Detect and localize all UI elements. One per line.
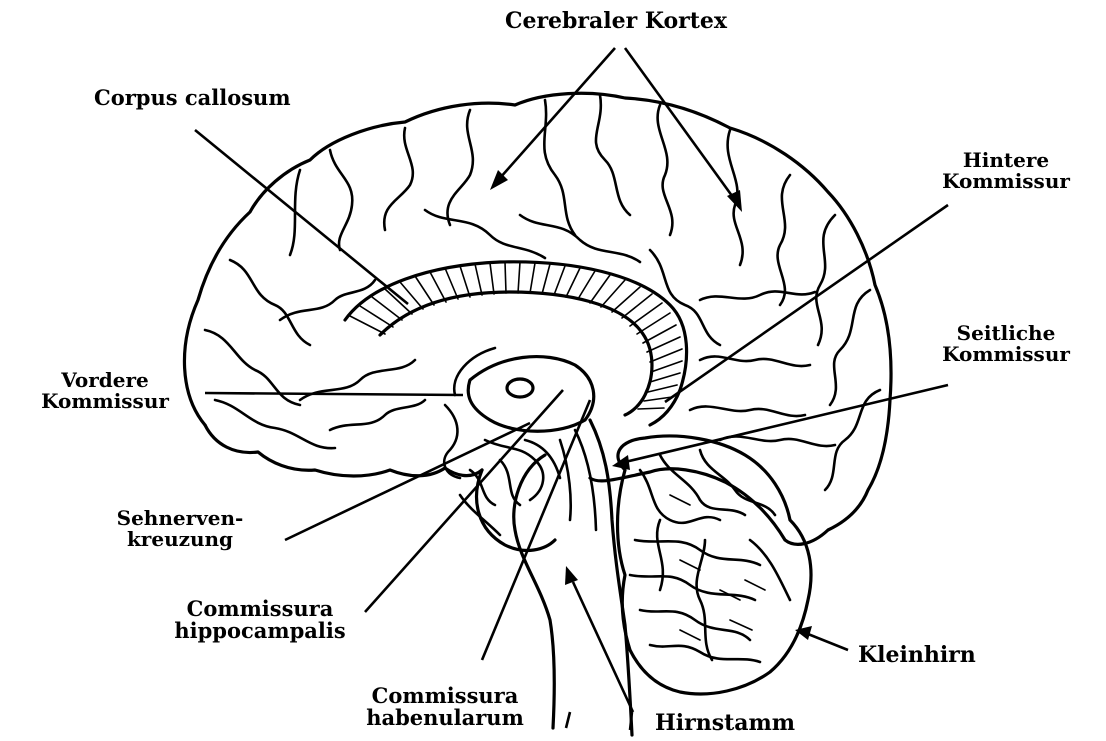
cerebellum-drawing xyxy=(618,436,811,694)
label-optic-chiasm: Sehnerven- kreuzung xyxy=(95,508,265,550)
label-anterior-commissure: Vordere Kommissur xyxy=(0,370,210,412)
corpus-callosum-band xyxy=(345,262,687,425)
label-lateral-commissure: Seitliche Kommissur xyxy=(911,323,1101,365)
label-cerebellum: Kleinhirn xyxy=(858,644,976,667)
label-brainstem: Hirnstamm xyxy=(655,712,795,735)
massa-intermedia xyxy=(507,379,533,397)
label-hippocampal-commissure: Commissura hippocampalis xyxy=(150,598,370,642)
label-corpus-callosum: Corpus callosum xyxy=(94,87,291,109)
ventricle-line xyxy=(454,348,495,395)
label-cerebral-cortex: Cerebraler Kortex xyxy=(476,10,756,33)
label-posterior-commissure: Hintere Kommissur xyxy=(916,150,1096,192)
label-habenular-commissure: Commissura habenularum xyxy=(345,685,545,729)
bottom-ticks xyxy=(566,712,632,730)
frontal-base xyxy=(205,425,482,476)
